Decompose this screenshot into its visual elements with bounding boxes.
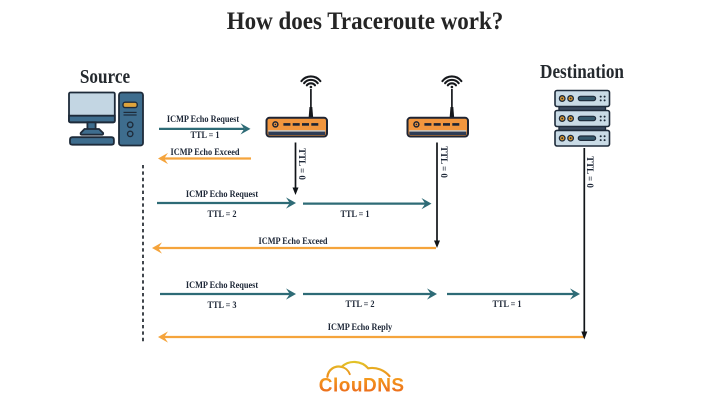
svg-text:ClouDNS: ClouDNS xyxy=(319,376,405,397)
